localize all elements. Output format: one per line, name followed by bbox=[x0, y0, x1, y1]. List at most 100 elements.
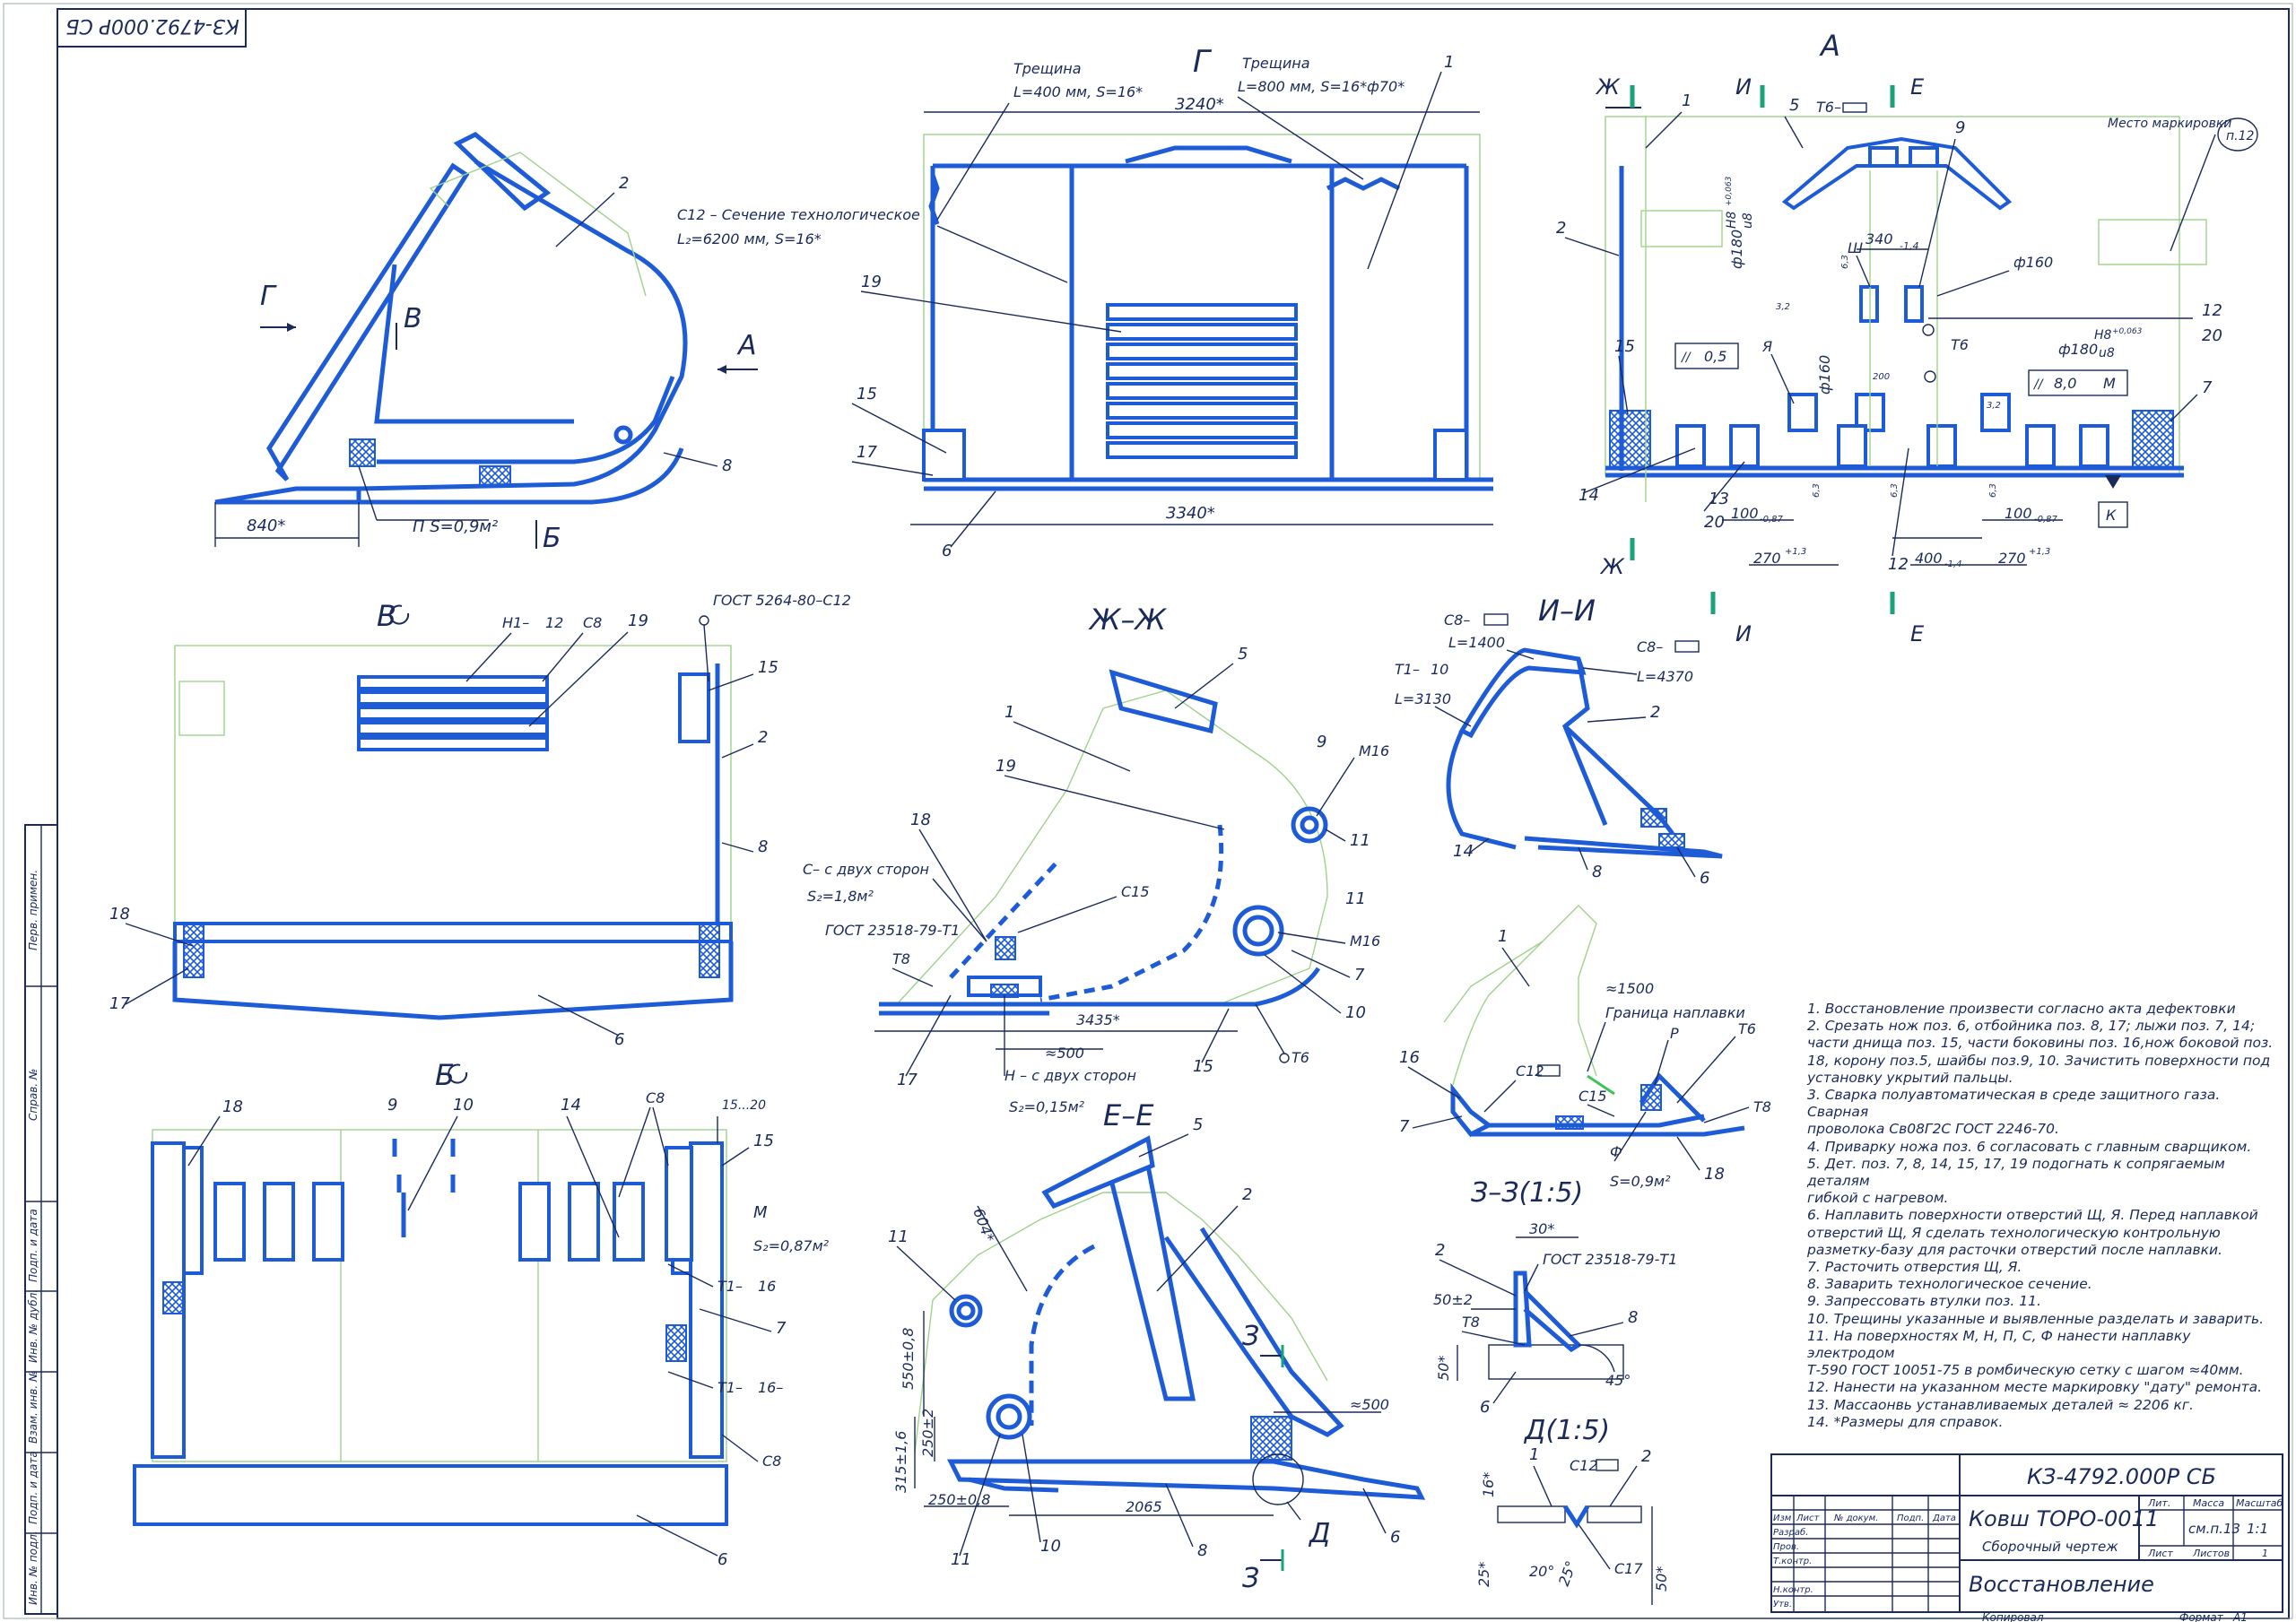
drawing-label: 11 bbox=[1345, 889, 1366, 908]
drawing-label: u8 bbox=[1741, 213, 1755, 229]
note-line: 4. Приварку ножа поз. 6 согласовать с гл… bbox=[1807, 1138, 2252, 1155]
view-g: Г 3240* 3340* Трещина L=400 мм, S=16* bbox=[677, 44, 1493, 560]
drawing-label: +1,3 bbox=[2029, 547, 2050, 557]
view-b: Б С8 15...20 М S₂=0,87м² Т1– 16 Т1– bbox=[133, 1058, 830, 1569]
drawing-label: 14 bbox=[1578, 486, 1599, 505]
drawing-label: 3240* bbox=[1175, 95, 1224, 114]
drawing-label: 6 bbox=[1390, 1528, 1400, 1547]
view-ii: И–И С8– L=1400 Т1– 10 L=3130 С8– L=4370 … bbox=[1395, 594, 1723, 888]
drawing-label: 15 bbox=[857, 385, 877, 403]
drawing-label: 100 bbox=[1731, 505, 1759, 522]
drawing-label: В bbox=[404, 303, 422, 334]
drawing-label: L=400 мм, S=16* bbox=[1013, 83, 1143, 100]
drawing-label: 18 bbox=[109, 905, 130, 924]
drawing-label: Б bbox=[435, 1058, 455, 1092]
drawing-label: 6,3 bbox=[1988, 483, 1998, 498]
drawing-label: Восстановление bbox=[1969, 1572, 2154, 1597]
drawing-label: 50* bbox=[1435, 1356, 1452, 1381]
note-line: 7. Расточить отверстия Щ, Я. bbox=[1807, 1259, 2022, 1276]
drawing-label: 7 bbox=[2202, 378, 2213, 397]
drawing-label: А bbox=[1819, 29, 1840, 63]
drawing-label: Т8 bbox=[1753, 1098, 1771, 1115]
drawing-label: Подп. и дата bbox=[27, 1209, 39, 1282]
drawing-label: С8– bbox=[1637, 638, 1663, 655]
drawing-label: Ж–Ж bbox=[1088, 603, 1167, 637]
drawing-label: 0,5 bbox=[1704, 348, 1726, 365]
drawing-label: С12 – Сечение технологическое bbox=[677, 206, 920, 223]
drawing-label: 18 bbox=[222, 1097, 243, 1116]
drawing-label: // bbox=[2032, 377, 2044, 392]
plates-19b bbox=[357, 675, 549, 751]
drawing-label: Т6 bbox=[1738, 1020, 1756, 1037]
note-line: 18, корону поз.5, шайбы поз.9, 10. Зачис… bbox=[1807, 1052, 2271, 1069]
drawing-label: 12 bbox=[1888, 555, 1909, 574]
drawing-label: 2 bbox=[1641, 1447, 1651, 1466]
drawing-label: 20 bbox=[1704, 513, 1725, 532]
drawing-label: 17 bbox=[857, 443, 877, 462]
drawing-label: Н – с двух сторон bbox=[1004, 1067, 1136, 1084]
drawing-label: Т.контр. bbox=[1773, 1557, 1812, 1566]
view-detail: ≈1500 Граница наплавки С12 С15 Р Т6 Т8 Ф… bbox=[1399, 905, 1771, 1190]
drawing-label: 14 bbox=[561, 1096, 581, 1115]
drawing-label: 8 bbox=[1197, 1541, 1207, 1560]
view-33: З–З(1:5) 30* ГОСТ 23518-79-Т1 50±2 Т8 50… bbox=[1433, 1177, 1677, 1417]
drawing-label: 1 bbox=[1682, 91, 1692, 110]
drawing-label: 100 bbox=[2005, 505, 2032, 522]
drawing-label: u8 bbox=[2099, 346, 2115, 360]
drawing-label: Ф bbox=[1610, 1143, 1622, 1160]
drawing-label: S=0,9м² bbox=[1610, 1173, 1671, 1190]
drawing-label: З bbox=[1242, 1563, 1259, 1594]
drawing-label: ≈500 bbox=[1045, 1045, 1084, 1062]
drawing-label: А1 bbox=[2232, 1611, 2248, 1622]
drawing-label: 16– bbox=[758, 1379, 783, 1396]
drawing-label: п.12 bbox=[2226, 129, 2255, 143]
drawing-label: 17 bbox=[897, 1071, 918, 1089]
drawing-label: Н.контр. bbox=[1773, 1585, 1813, 1595]
drawing-label: 20 bbox=[2202, 326, 2222, 345]
drawing-label: Подп. и дата bbox=[27, 1451, 39, 1524]
note-line: проволока Св08Г2С ГОСТ 2246-70. bbox=[1807, 1121, 2059, 1138]
drawing-label: Сборочный чертеж bbox=[1982, 1539, 2118, 1555]
drawing-label: Е bbox=[1910, 621, 1925, 646]
drawing-label: Место маркировки bbox=[2108, 117, 2231, 131]
note-line: части днища поз. 15, части боковины поз.… bbox=[1807, 1035, 2274, 1052]
drawing-label: Н1– bbox=[502, 614, 529, 631]
drawing-label: 1 bbox=[1498, 927, 1508, 946]
drawing-label: см.п.13 bbox=[2188, 1521, 2240, 1537]
drawing-label: 9 bbox=[1317, 733, 1326, 751]
drawing-label: 8 bbox=[1592, 863, 1602, 881]
drawing-label: И bbox=[1735, 74, 1752, 100]
drawing-label: 1 bbox=[1529, 1445, 1539, 1464]
drawing-label: -1,4 bbox=[1944, 559, 1962, 569]
drawing-label: Справ. № bbox=[27, 1069, 39, 1121]
drawing-label: М16 bbox=[1359, 742, 1389, 759]
drawing-label: Лист bbox=[1796, 1514, 1821, 1523]
drawing-label: 9 bbox=[1955, 118, 1965, 137]
drawing-label: ≈1500 bbox=[1605, 980, 1654, 997]
drawing-label: С– с двух сторон bbox=[803, 861, 929, 878]
drawing-label: 3,2 bbox=[1987, 401, 2001, 411]
drawing-label: 6 bbox=[718, 1550, 727, 1569]
drawing-label: 9 bbox=[387, 1096, 397, 1115]
drawing-label: С15 bbox=[1578, 1088, 1607, 1105]
plates-19 bbox=[1106, 303, 1298, 459]
drawing-label: 2 bbox=[1650, 703, 1660, 722]
drawing-label: Г bbox=[1193, 44, 1213, 80]
drawing-label: 7 bbox=[1354, 966, 1365, 984]
drawing-label: 270 bbox=[1998, 550, 2026, 567]
drawing-label: М bbox=[753, 1203, 768, 1222]
drawing-label: Инв. № дубл. bbox=[27, 1289, 39, 1363]
drawing-label: Т1– bbox=[718, 1278, 743, 1295]
drawing-label: ф160 bbox=[1816, 355, 1833, 395]
drawing-label: Т6 bbox=[1951, 336, 1969, 353]
drawing-label: 2 bbox=[619, 174, 629, 193]
drawing-label: Лист bbox=[2147, 1548, 2173, 1559]
drawing-label: Взам. инв. № bbox=[27, 1371, 39, 1444]
drawing-label: L=800 мм, S=16*ф70* bbox=[1238, 78, 1405, 95]
note-line: 13. Массаонвь устанавливаемых деталей ≈ … bbox=[1807, 1396, 2194, 1413]
drawing-label: 10 bbox=[1040, 1537, 1061, 1556]
drawing-label: 10 bbox=[1345, 1003, 1366, 1022]
drawing-label: 7 bbox=[776, 1319, 787, 1338]
drawing-label: 3435* bbox=[1076, 1011, 1120, 1028]
drawing-label: L₂=6200 мм, S=16* bbox=[677, 230, 822, 247]
